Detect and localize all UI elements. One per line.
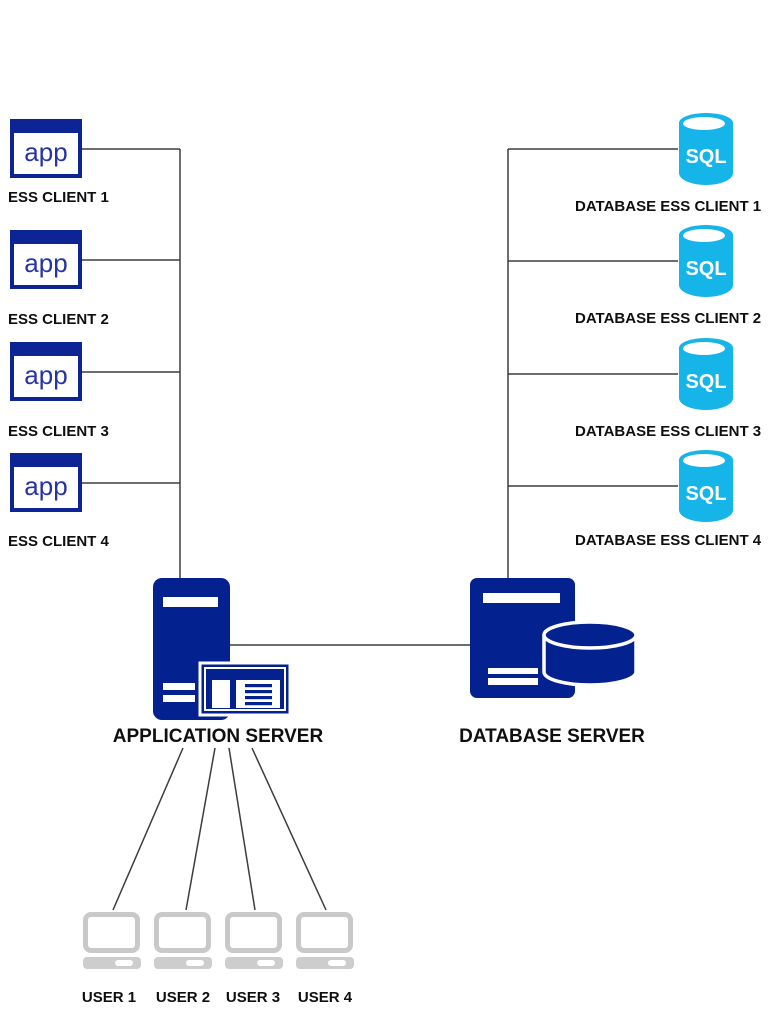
database-server-icon (470, 578, 638, 698)
app-window-icon-client1: app (10, 119, 82, 178)
sql-icon-label: SQL (685, 371, 726, 393)
line-user3 (228, 747, 256, 911)
laptop-touchpad (328, 960, 346, 966)
laptop-screen (225, 912, 282, 953)
ess-client2-label: ESS CLIENT 2 (8, 311, 109, 328)
laptop-touchpad (186, 960, 204, 966)
ess-client4-label: ESS CLIENT 4 (8, 533, 109, 550)
database-ess-client2-label: DATABASE ESS CLIENT 2 (575, 310, 762, 327)
user3-label: USER 3 (225, 989, 281, 1006)
monitor-icon (198, 661, 292, 717)
laptop-base (296, 957, 354, 969)
app-icon-label: app (24, 136, 68, 167)
database-ess-client1-label: DATABASE ESS CLIENT 1 (575, 198, 762, 215)
laptop-base (83, 957, 141, 969)
line-user1 (112, 747, 184, 911)
user4-label: USER 4 (297, 989, 353, 1006)
ess-client3-label: ESS CLIENT 3 (8, 423, 109, 440)
app-icon-label: app (24, 359, 68, 390)
laptop-screen (83, 912, 140, 953)
database-ess-client4-label: DATABASE ESS CLIENT 4 (575, 532, 762, 549)
app-window-icon-client4: app (10, 453, 82, 512)
user2-label: USER 2 (155, 989, 211, 1006)
database-cylinder-icon (542, 620, 638, 687)
user2-computer-icon (154, 912, 212, 969)
sql-icon-label: SQL (685, 146, 726, 168)
app-window-icon-client3: app (10, 342, 82, 401)
sql-database-icon-4: SQL (679, 450, 733, 522)
line-user4 (251, 747, 327, 911)
laptop-touchpad (257, 960, 275, 966)
laptop-base (154, 957, 212, 969)
application-server-icon (153, 578, 292, 720)
database-ess-client3-label: DATABASE ESS CLIENT 3 (575, 423, 762, 440)
database-server-label: DATABASE SERVER (459, 726, 645, 747)
sql-database-icon-1: SQL (679, 113, 733, 185)
ess-client1-label: ESS CLIENT 1 (8, 189, 109, 206)
application-server-label: APPLICATION SERVER (112, 726, 324, 747)
user1-computer-icon (83, 912, 141, 969)
laptop-touchpad (115, 960, 133, 966)
laptop-screen (296, 912, 353, 953)
sql-icon-label: SQL (685, 258, 726, 280)
user4-computer-icon (296, 912, 354, 969)
app-icon-label: app (24, 247, 68, 278)
app-icon-label: app (24, 470, 68, 501)
user3-computer-icon (225, 912, 283, 969)
sql-database-icon-2: SQL (679, 225, 733, 297)
sql-icon-label: SQL (685, 483, 726, 505)
sql-database-icon-3: SQL (679, 338, 733, 410)
line-user2 (185, 747, 216, 911)
laptop-screen (154, 912, 211, 953)
laptop-base (225, 957, 283, 969)
user1-label: USER 1 (81, 989, 137, 1006)
app-window-icon-client2: app (10, 230, 82, 289)
